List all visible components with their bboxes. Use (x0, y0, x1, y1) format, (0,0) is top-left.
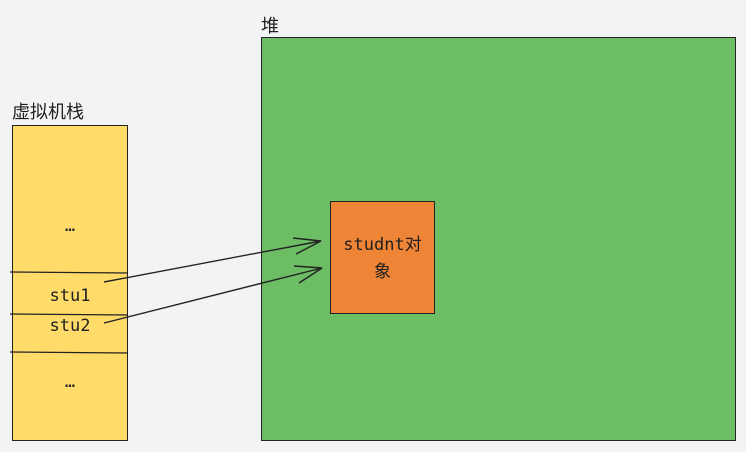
stack-divider-2 (9, 313, 129, 316)
stack-cell-ellipsis-bottom: … (64, 372, 76, 392)
stack-cell-stu1: stu1 (49, 286, 91, 306)
stu1-reference-arrow (103, 237, 322, 283)
stu2-reference-arrow (103, 265, 323, 324)
student-object-box (330, 201, 435, 314)
stack-title: 虚拟机栈 (12, 102, 84, 123)
student-object-label: studnt对 象 (343, 235, 422, 282)
heap-title: 堆 (261, 16, 279, 37)
stack-divider-1 (9, 271, 129, 274)
stack-cell-stu2: stu2 (49, 316, 91, 336)
virtual-machine-stack (12, 125, 128, 441)
stack-cell-ellipsis-top: … (64, 216, 76, 236)
heap-region (261, 37, 736, 441)
stack-divider-3 (9, 351, 129, 354)
